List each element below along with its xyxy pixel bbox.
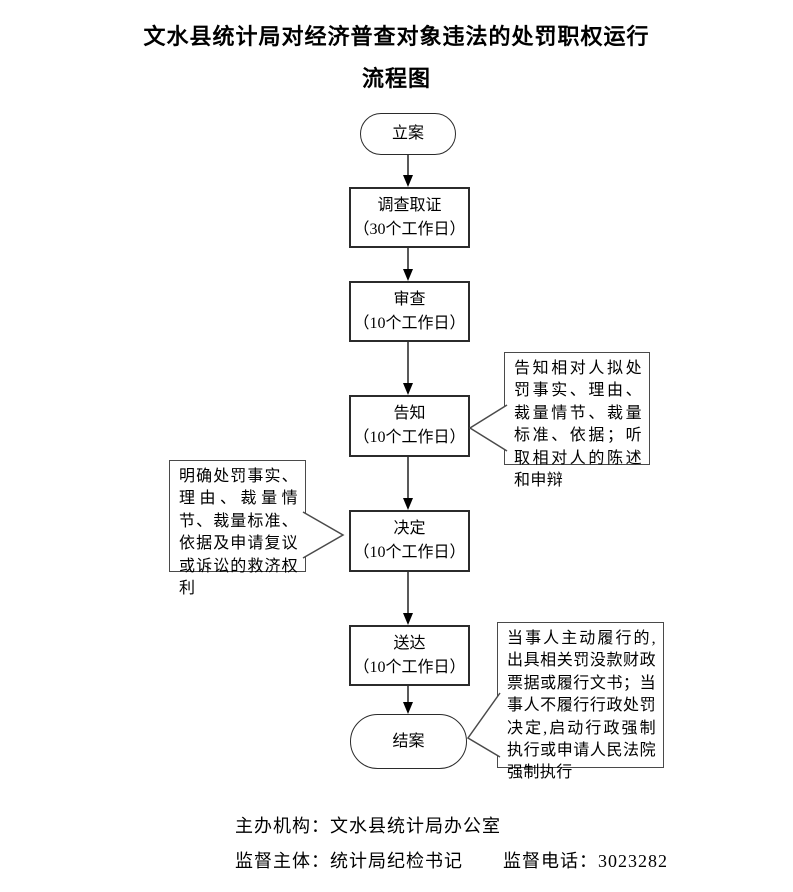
- callout-pointer-decision: [302, 511, 345, 559]
- node-label: 告知: [393, 405, 426, 422]
- arrow-decision-to-delivery: [403, 572, 413, 625]
- node-duration: （10个工作日）: [353, 429, 466, 446]
- arrow-review-to-notification: [403, 342, 413, 395]
- callout-pointer-closure: [466, 692, 501, 758]
- page-title: 文水县统计局对经济普查对象违法的处罚职权运行 流程图: [0, 16, 793, 100]
- callout-pointer-notification: [468, 404, 508, 452]
- arrow-notification-to-decision: [403, 457, 413, 510]
- footer-supervisor: 监督主体：统计局纪检书记: [235, 851, 463, 871]
- node-label: 决定: [393, 520, 426, 537]
- node-delivery: 送达 （10个工作日）: [349, 625, 470, 686]
- node-case-closed: 结案: [350, 714, 467, 769]
- arrow-delivery-to-closure: [403, 686, 413, 714]
- node-investigation: 调查取证 （30个工作日）: [349, 187, 470, 248]
- title-line-2: 流程图: [361, 66, 431, 91]
- node-label: 结案: [392, 732, 425, 750]
- node-case-filing: 立案: [360, 113, 456, 155]
- footer-phone: 监督电话：3023282: [503, 851, 668, 871]
- node-duration: （10个工作日）: [353, 658, 466, 676]
- arrow-investigation-to-review: [403, 248, 413, 281]
- title-line-1: 文水县统计局对经济普查对象违法的处罚职权运行: [143, 24, 650, 49]
- node-duration: （30个工作日）: [353, 220, 466, 238]
- callout-notification-note: 告知相对人拟处罚事实、理由、裁量情节、裁量标准、依据；听取相对人的陈述和申辩: [504, 352, 650, 489]
- arrow-filing-to-investigation: [403, 155, 413, 187]
- callout-closure-note: 当事人主动履行的,出具相关罚没款财政票据或履行文书；当事人不履行行政处罚决定,启…: [497, 622, 664, 781]
- node-duration: （10个工作日）: [353, 314, 466, 332]
- node-duration: （10个工作日）: [353, 544, 466, 561]
- node-label: 审查: [393, 290, 426, 308]
- footer-organizer: 主办机构：文水县统计局办公室: [235, 816, 501, 836]
- node-notification: 告知 （10个工作日）: [349, 395, 470, 457]
- node-review: 审查 （10个工作日）: [349, 281, 470, 342]
- callout-text: 当事人主动履行的,出具相关罚没款财政票据或履行文书；当事人不履行行政处罚决定,启…: [507, 630, 656, 782]
- callout-decision-note: 明确处罚事实、理由、裁量情节、裁量标准、依据及申请复议或诉讼的救济权利: [169, 460, 306, 597]
- node-label: 送达: [393, 634, 426, 652]
- callout-text: 明确处罚事实、理由、裁量情节、裁量标准、依据及申请复议或诉讼的救济权利: [179, 468, 298, 598]
- node-label: 立案: [391, 125, 424, 142]
- node-label: 调查取证: [377, 196, 442, 214]
- node-decision: 决定 （10个工作日）: [349, 510, 470, 572]
- callout-text: 告知相对人拟处罚事实、理由、裁量情节、裁量标准、依据；听取相对人的陈述和申辩: [514, 360, 642, 490]
